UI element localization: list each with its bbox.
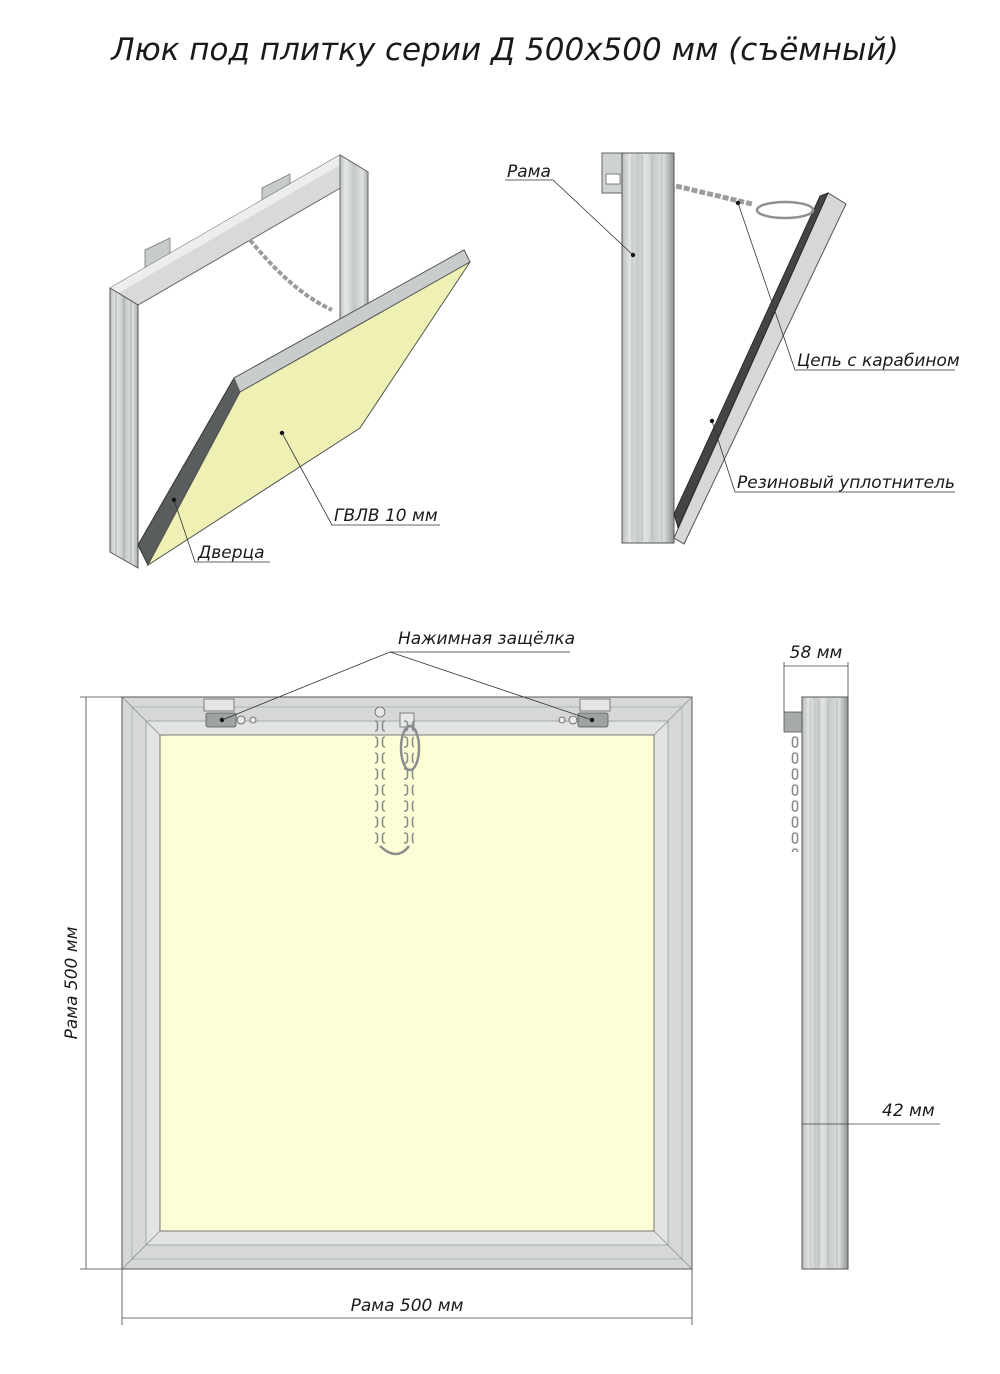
side-frame-post	[621, 152, 675, 544]
front-chain	[374, 706, 421, 856]
label-chain: Цепь с карабином	[797, 351, 960, 371]
latch-right	[558, 698, 611, 728]
iso-chain	[248, 238, 333, 312]
side-view-closed: 58 мм 42 мм	[783, 643, 940, 1270]
side-view-open: Рама Цепь с карабином Резиновый уплотнит…	[505, 152, 960, 545]
frame-top-bar	[109, 154, 369, 306]
frame-right-post	[339, 154, 369, 321]
side-bracket	[601, 152, 625, 194]
label-rama-height: Рама 500 мм	[62, 926, 82, 1039]
label-latch: Нажимная защёлка	[398, 629, 575, 649]
drawing-title: Люк под плитку серии Д 500х500 мм (съёмн…	[110, 32, 898, 68]
label-door: Дверца	[197, 543, 265, 563]
side-carabiner	[755, 200, 815, 220]
closed-chain	[791, 732, 801, 852]
latch-left	[203, 698, 257, 728]
closed-bracket	[783, 711, 803, 733]
label-rama-width: Рама 500 мм	[351, 1296, 464, 1316]
label-depth-42: 42 мм	[882, 1101, 935, 1121]
label-seal: Резиновый уплотнитель	[737, 473, 955, 493]
label-gvlv: ГВЛВ 10 мм	[334, 506, 438, 526]
label-depth-58: 58 мм	[790, 643, 843, 663]
label-rama: Рама	[507, 162, 551, 182]
front-carabiner	[399, 724, 421, 772]
closed-frame-post	[801, 696, 849, 1270]
side-chain	[675, 183, 753, 207]
side-rubber-seal	[673, 192, 829, 530]
isometric-view: ГВЛВ 10 мм Дверца	[109, 154, 471, 569]
iso-door-panel	[146, 261, 471, 567]
front-view: Нажимная защёлка Рама 500 мм Рама 500 мм	[62, 629, 693, 1325]
